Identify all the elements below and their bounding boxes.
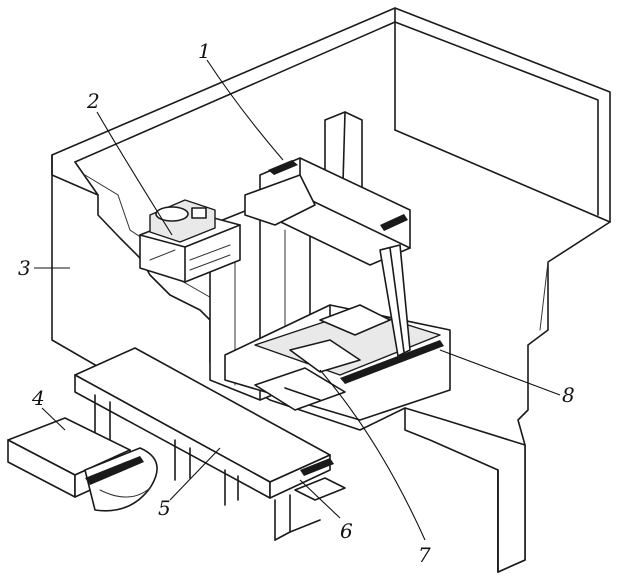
label-4: 4 [31, 386, 45, 410]
leader-lines [34, 59, 561, 541]
label-1: 1 [198, 39, 211, 63]
callout-labels: 1 2 3 4 5 6 7 8 [18, 39, 575, 567]
loading-table [74, 347, 346, 541]
enclosure-walls [51, 7, 611, 573]
label-6: 6 [340, 519, 353, 543]
label-5: 5 [158, 496, 171, 520]
tool-magazine [139, 199, 241, 283]
transfer-conveyor [254, 367, 346, 411]
label-3: 3 [18, 256, 31, 280]
pallet-store [7, 417, 158, 512]
label-2: 2 [86, 89, 100, 113]
gantry-crossbeam [244, 111, 411, 357]
label-7: 7 [418, 543, 431, 567]
label-8: 8 [562, 383, 575, 407]
